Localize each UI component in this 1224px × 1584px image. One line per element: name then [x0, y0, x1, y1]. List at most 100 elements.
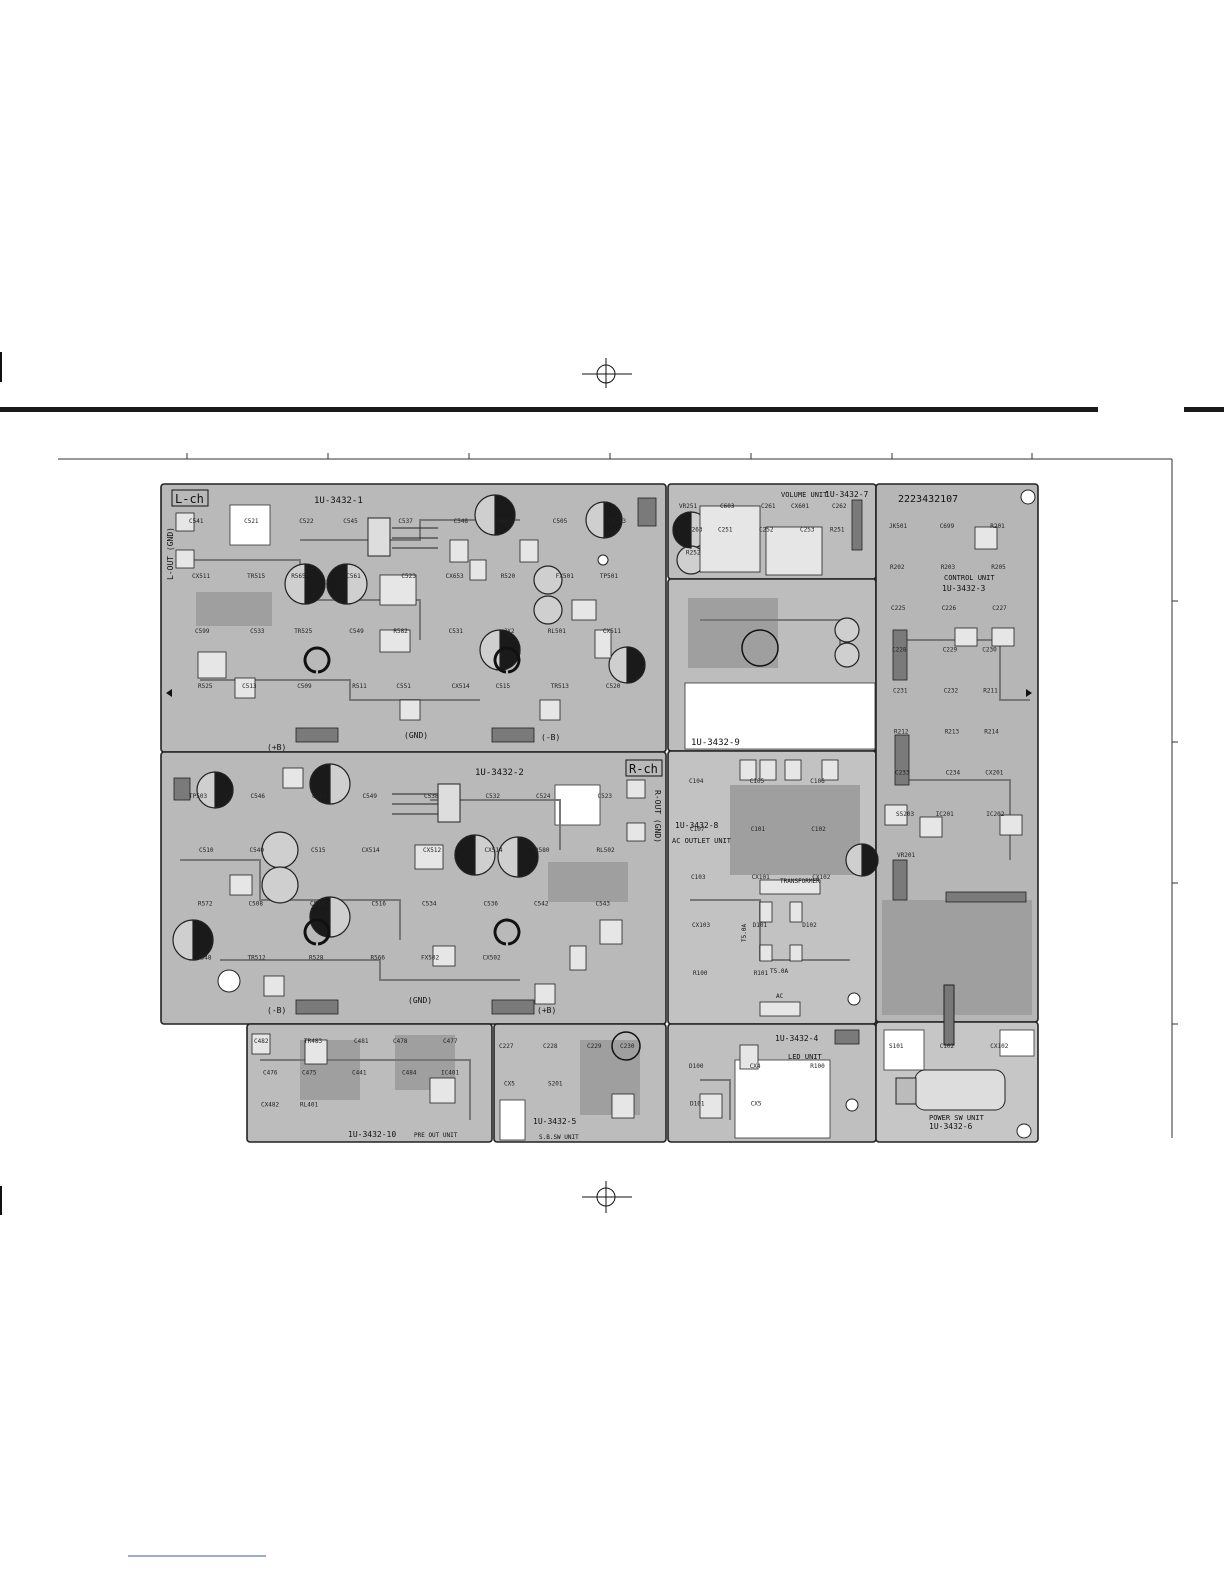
component-ref: C521	[244, 518, 259, 525]
component-ref: R580	[535, 847, 550, 854]
unit-name-8: AC OUTLET UNIT	[672, 837, 732, 845]
component-ref: C545	[343, 518, 358, 525]
component-ref: C515	[496, 683, 511, 690]
component-ref: C599	[195, 628, 210, 635]
gnd-label-2: (GND)	[408, 996, 432, 1005]
registration-marks	[0, 352, 632, 1215]
component-ref: C225	[891, 605, 906, 612]
component-ref: RL502	[597, 847, 615, 854]
component-ref: CX511	[192, 573, 210, 580]
component-ref: CX101	[752, 874, 770, 881]
component-ref: C508	[249, 901, 264, 908]
component-ref: C228	[543, 1043, 558, 1050]
component-ref: C441	[352, 1070, 367, 1077]
unit-code-9: 1U-3432-9	[691, 738, 740, 748]
transistor-arrays	[367, 517, 461, 823]
component-ref: CX514	[452, 683, 470, 690]
component-ref: TR483	[304, 1038, 322, 1045]
component-ref: R582	[393, 628, 408, 635]
unit-code-10: 1U-3432-10	[348, 1130, 396, 1139]
component-ref: CX5	[504, 1081, 515, 1088]
component-ref: C542	[534, 901, 549, 908]
component-ref: TR515	[247, 573, 265, 580]
grid-frame	[58, 453, 1178, 1138]
component-ref: C515	[311, 847, 326, 854]
component-ref: CX512	[423, 847, 441, 854]
minus-b-label-1: (-B)	[541, 733, 560, 742]
component-ref: C546	[251, 793, 266, 800]
component-ref: R101	[754, 970, 769, 977]
component-ref: FX501	[556, 573, 574, 580]
unit-code-5: 1U-3432-5	[533, 1117, 577, 1126]
component-ref: C475	[302, 1070, 317, 1077]
component-ref: FX502	[421, 954, 439, 961]
unit-code-2: 1U-3432-2	[475, 768, 524, 778]
component-ref: C262	[832, 503, 847, 510]
component-ref: R511	[352, 683, 367, 690]
component-ref: C561	[346, 573, 361, 580]
board-voids	[229, 504, 1035, 1141]
component-ref: CX102	[990, 1043, 1008, 1050]
component-ref: C232	[944, 687, 959, 694]
component-ref: C481	[354, 1038, 369, 1045]
component-ref: C227	[992, 605, 1007, 612]
component-ref: CX601	[791, 503, 809, 510]
component-ref: C514	[310, 901, 325, 908]
component-ref: C540	[250, 847, 265, 854]
component-ref: R214	[984, 729, 999, 736]
component-ref: VR201	[897, 852, 915, 859]
capacitor-polarity-mark	[192, 494, 879, 961]
component-ref: C541	[189, 518, 204, 525]
component-ref: C263	[688, 526, 703, 533]
unit-code-1: 1U-3432-1	[314, 496, 363, 506]
component-ref: C478	[393, 1038, 408, 1045]
header-rule-stub	[1184, 407, 1224, 412]
ac-label: AC	[776, 993, 784, 1000]
component-ref: C552	[312, 793, 327, 800]
component-ref: C251	[718, 526, 733, 533]
component-ref: C603	[720, 503, 735, 510]
component-ref: C484	[402, 1070, 417, 1077]
unit-code-7: 1U-3432-7	[825, 490, 869, 499]
mounting-holes	[217, 489, 1036, 1139]
component-ref: R202	[890, 564, 905, 571]
component-ref: CX511	[603, 628, 621, 635]
component-ref: R585	[498, 518, 513, 525]
component-ref: TR512	[248, 954, 266, 961]
l-out-gnd-label: L-OUT (GND)	[166, 527, 175, 580]
connector-headers	[173, 497, 1027, 1045]
component-ref: R572	[198, 901, 213, 908]
component-ref: CX653	[446, 573, 464, 580]
component-ref: C231	[893, 687, 908, 694]
component-ref: RL401	[300, 1101, 318, 1108]
component-ref: R201	[990, 523, 1005, 530]
component-ref: C253	[800, 526, 815, 533]
component-ref: CX513	[608, 518, 626, 525]
minus-b-label-2: (-B)	[267, 1006, 286, 1015]
component-ref: CX502	[483, 954, 501, 961]
component-ref: TP501	[600, 573, 618, 580]
component-ref: IC202	[986, 811, 1004, 818]
component-ref: VR251	[679, 503, 697, 510]
component-ref: C252	[759, 526, 774, 533]
component-ref: R203	[941, 564, 956, 571]
component-ref: C107	[690, 826, 705, 833]
component-ref: IC401	[441, 1070, 459, 1077]
fuse-label-1: T5.0A	[741, 924, 748, 942]
component-ref: C102	[940, 1043, 955, 1050]
plus-b-label-2: (+B)	[537, 1006, 556, 1015]
component-ref: C229	[943, 646, 958, 653]
component-ref: C543	[596, 901, 611, 908]
component-ref: C261	[761, 503, 776, 510]
component-ref: R252	[686, 550, 701, 557]
component-ref: C230	[982, 646, 997, 653]
component-ref: CX4	[750, 1063, 761, 1070]
component-ref: C104	[689, 778, 704, 785]
unit-code-8: 1U-3432-8	[675, 821, 719, 830]
component-ref: CX102	[812, 874, 830, 881]
unit-code-4: 1U-3432-4	[775, 1034, 819, 1043]
component-ref: R205	[991, 564, 1006, 571]
power-switch	[895, 984, 1006, 1111]
component-ref: C551	[396, 683, 411, 690]
component-ref: C513	[242, 683, 257, 690]
